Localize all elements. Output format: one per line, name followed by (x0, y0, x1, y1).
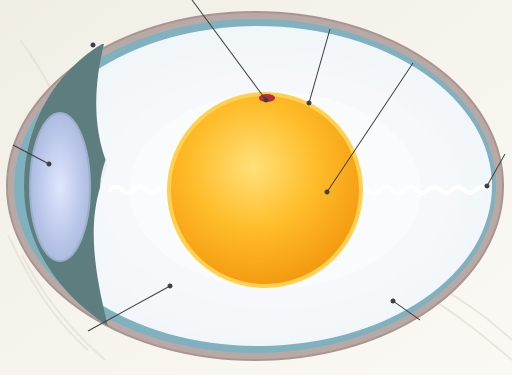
leader-dot-germinal-disc (264, 98, 268, 102)
leader-dot-albumen (168, 284, 172, 288)
leader-dot-chalaza (485, 184, 489, 188)
leader-dot-shell (91, 43, 95, 47)
leader-dot-air-cell (47, 162, 51, 166)
leader-dot-shell-membrane (391, 299, 395, 303)
leader-dot-vitelline-membrane (307, 101, 311, 105)
leader-dot-yolk (325, 190, 329, 194)
air-cell (30, 113, 90, 261)
yolk (169, 94, 361, 286)
